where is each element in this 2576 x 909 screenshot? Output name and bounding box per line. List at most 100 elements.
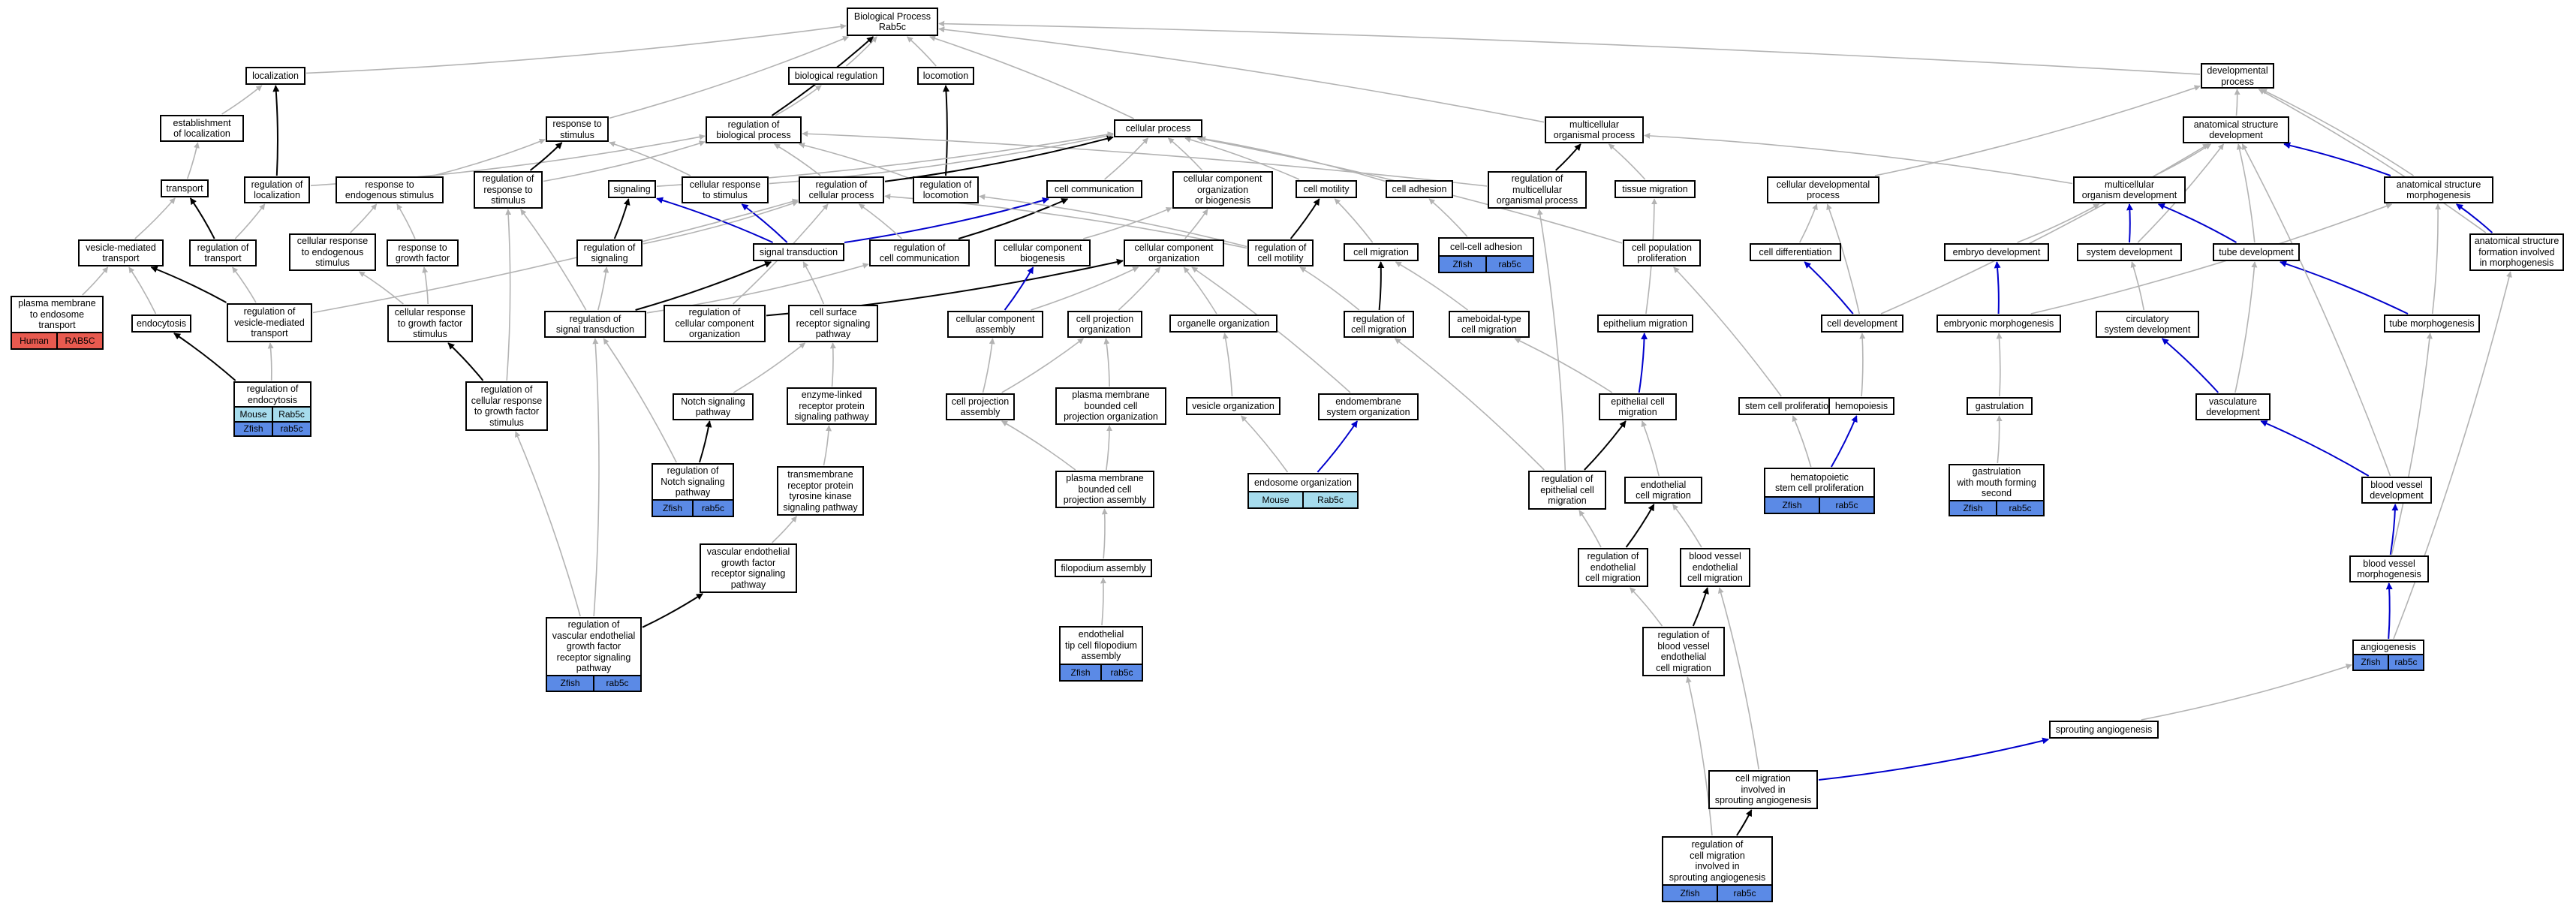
go-term-cellular-developmental-process[interactable]: cellular developmental process	[1767, 176, 1879, 203]
annotation-zfish-cell[interactable]: rab5c	[1100, 665, 1142, 680]
annotation-zfish-cell[interactable]: Zfish	[1663, 886, 1717, 901]
go-term-blood-vessel-endothelial-cell-migration[interactable]: blood vessel endothelial cell migration	[1680, 548, 1750, 587]
go-term-endothelial-tip-cell-filopodium-assembly[interactable]: endothelial tip cell filopodium assembly…	[1059, 626, 1143, 682]
annotation-mouse-cell[interactable]: Mouse	[235, 408, 272, 421]
go-term-anatomical-structure-morphogenesis[interactable]: anatomical structure morphogenesis	[2384, 176, 2493, 203]
go-term-endomembrane-system-organization[interactable]: endomembrane system organization	[1318, 393, 1419, 420]
annotation-mouse-cell[interactable]: Mouse	[1249, 492, 1302, 507]
go-term-transport[interactable]: transport	[161, 179, 209, 197]
go-term-filopodium-assembly[interactable]: filopodium assembly	[1055, 559, 1152, 577]
annotation-zfish-cell[interactable]: Zfish	[235, 422, 272, 435]
go-term-cell-migration-sprouting[interactable]: cell migration involved in sprouting ang…	[1708, 770, 1818, 809]
go-term-reg-vegf-receptor-signaling[interactable]: regulation of vascular endothelial growt…	[546, 617, 642, 692]
go-term-cc-org-biogenesis[interactable]: cellular component organization or bioge…	[1172, 171, 1273, 209]
go-term-endothelial-cell-migration[interactable]: endothelial cell migration	[1624, 477, 1702, 504]
go-term-organelle-organization[interactable]: organelle organization	[1169, 315, 1277, 333]
annotation-zfish-cell[interactable]: Zfish	[1440, 257, 1485, 272]
go-term-vesicle-organization[interactable]: vesicle organization	[1186, 397, 1280, 415]
go-term-tube-morphogenesis[interactable]: tube morphogenesis	[2384, 315, 2480, 333]
go-term-cell-surface-receptor-signaling[interactable]: cell surface receptor signaling pathway	[788, 305, 878, 342]
go-term-endocytosis[interactable]: endocytosis	[131, 315, 191, 333]
annotation-zfish-cell[interactable]: rab5c	[2388, 655, 2423, 670]
annotation-human-cell[interactable]: Human	[12, 333, 56, 348]
go-term-cell-migration[interactable]: cell migration	[1344, 243, 1419, 261]
go-term-reg-locomotion[interactable]: regulation of locomotion	[913, 176, 979, 203]
go-term-blood-vessel-development[interactable]: blood vessel development	[2361, 477, 2432, 504]
go-term-cell-population-proliferation[interactable]: cell population proliferation	[1623, 239, 1701, 266]
go-term-vegf-receptor-signaling[interactable]: vascular endothelial growth factor recep…	[700, 543, 797, 593]
go-term-developmental-process[interactable]: developmental process	[2201, 63, 2274, 89]
go-term-vesicle-mediated-transport[interactable]: vesicle-mediated transport	[78, 239, 164, 266]
go-term-reg-biological-process[interactable]: regulation of biological process	[706, 116, 802, 143]
go-term-response-endogenous[interactable]: response to endogenous stimulus	[336, 176, 444, 203]
go-term-stem-cell-proliferation[interactable]: stem cell proliferation	[1738, 397, 1840, 415]
go-term-reg-cellular-response-growth-factor[interactable]: regulation of cellular response to growt…	[465, 381, 548, 431]
go-term-cell-projection-organization[interactable]: cell projection organization	[1067, 311, 1142, 338]
go-term-anatomical-structure-development[interactable]: anatomical structure development	[2183, 116, 2289, 143]
annotation-zfish-cell[interactable]: rab5c	[272, 422, 310, 435]
go-term-reg-endothelial-cell-migration[interactable]: regulation of endothelial cell migration	[1578, 548, 1648, 587]
go-term-ameboidal-cell-migration[interactable]: ameboidal-type cell migration	[1449, 311, 1530, 338]
annotation-zfish-cell[interactable]: rab5c	[692, 501, 733, 516]
annotation-zfish-cell[interactable]: Zfish	[1950, 501, 1996, 515]
go-term-reg-signaling[interactable]: regulation of signaling	[576, 239, 642, 266]
annotation-zfish-cell[interactable]: rab5c	[1485, 257, 1533, 272]
go-term-tube-development[interactable]: tube development	[2213, 243, 2300, 261]
go-term-tissue-migration[interactable]: tissue migration	[1615, 180, 1696, 198]
go-term-locomotion[interactable]: locomotion	[917, 67, 974, 85]
go-term-reg-vesicle-mediated-transport[interactable]: regulation of vesicle-mediated transport	[227, 303, 312, 342]
go-term-cellular-response-stimulus[interactable]: cellular response to stimulus	[682, 176, 769, 203]
go-term-cc-assembly[interactable]: cellular component assembly	[947, 311, 1043, 338]
go-term-embryo-development[interactable]: embryo development	[1944, 243, 2049, 261]
go-term-reg-cell-motility[interactable]: regulation of cell motility	[1247, 239, 1314, 266]
go-term-vasculature-development[interactable]: vasculature development	[2195, 393, 2271, 420]
go-term-bp[interactable]: Biological Process Rab5c	[847, 8, 938, 36]
annotation-zfish-cell[interactable]: Zfish	[2354, 655, 2388, 670]
go-term-cellular-process[interactable]: cellular process	[1114, 119, 1202, 137]
go-term-pm-bounded-cell-projection-assembly[interactable]: plasma membrane bounded cell projection …	[1055, 471, 1154, 508]
go-term-embryonic-morphogenesis[interactable]: embryonic morphogenesis	[1937, 315, 2061, 333]
go-term-cell-motility[interactable]: cell motility	[1296, 180, 1357, 198]
go-term-response-growth-factor[interactable]: response to growth factor	[387, 239, 459, 266]
go-term-pm-bounded-cell-projection-org[interactable]: plasma membrane bounded cell projection …	[1055, 387, 1166, 425]
go-term-cell-adhesion[interactable]: cell adhesion	[1386, 180, 1453, 198]
annotation-zfish-cell[interactable]: rab5c	[1996, 501, 2043, 515]
go-term-reg-cell-migration[interactable]: regulation of cell migration	[1344, 311, 1414, 338]
go-term-reg-transport[interactable]: regulation of transport	[189, 239, 257, 266]
go-term-cell-differentiation[interactable]: cell differentiation	[1750, 243, 1841, 261]
go-term-sprouting-angiogenesis[interactable]: sprouting angiogenesis	[2049, 721, 2159, 739]
go-term-cc-organization[interactable]: cellular component organization	[1124, 239, 1224, 266]
go-term-enzyme-linked-receptor[interactable]: enzyme-linked receptor protein signaling…	[787, 387, 877, 425]
go-term-gastrulation[interactable]: gastrulation	[1967, 397, 2033, 415]
go-term-reg-localization[interactable]: regulation of localization	[244, 176, 310, 203]
go-term-reg-cc-organization[interactable]: regulation of cellular component organiz…	[664, 305, 766, 342]
go-term-cc-biogenesis[interactable]: cellular component biogenesis	[995, 239, 1091, 266]
go-term-establishment-localization[interactable]: establishment of localization	[160, 115, 244, 142]
go-term-reg-multicellular[interactable]: regulation of multicellular organismal p…	[1488, 171, 1587, 209]
annotation-zfish-cell[interactable]: Zfish	[1765, 498, 1819, 513]
go-term-cell-projection-assembly[interactable]: cell projection assembly	[946, 393, 1015, 420]
go-term-reg-signal-transduction[interactable]: regulation of signal transduction	[544, 311, 646, 338]
go-term-multicellular-organismal-process[interactable]: multicellular organismal process	[1545, 116, 1644, 143]
annotation-zfish-cell[interactable]: Zfish	[547, 676, 593, 691]
annotation-zfish-cell[interactable]: Zfish	[1061, 665, 1100, 680]
annotation-mouse-cell[interactable]: Rab5c	[1302, 492, 1357, 507]
go-term-notch-signaling[interactable]: Notch signaling pathway	[673, 393, 754, 420]
go-term-reg-cell-communication[interactable]: regulation of cell communication	[869, 239, 970, 266]
go-term-cell-communication[interactable]: cell communication	[1046, 180, 1142, 198]
go-term-signaling[interactable]: signaling	[608, 180, 656, 198]
annotation-human-cell[interactable]: RAB5C	[56, 333, 102, 348]
go-term-localization[interactable]: localization	[245, 67, 305, 85]
go-term-response-stimulus[interactable]: response to stimulus	[546, 116, 609, 142]
go-term-cellular-response-endogenous[interactable]: cellular response to endogenous stimulus	[289, 233, 376, 271]
go-term-epithelium-migration[interactable]: epithelium migration	[1597, 315, 1693, 333]
go-term-reg-cell-migration-sprouting[interactable]: regulation of cell migration involved in…	[1662, 836, 1773, 902]
